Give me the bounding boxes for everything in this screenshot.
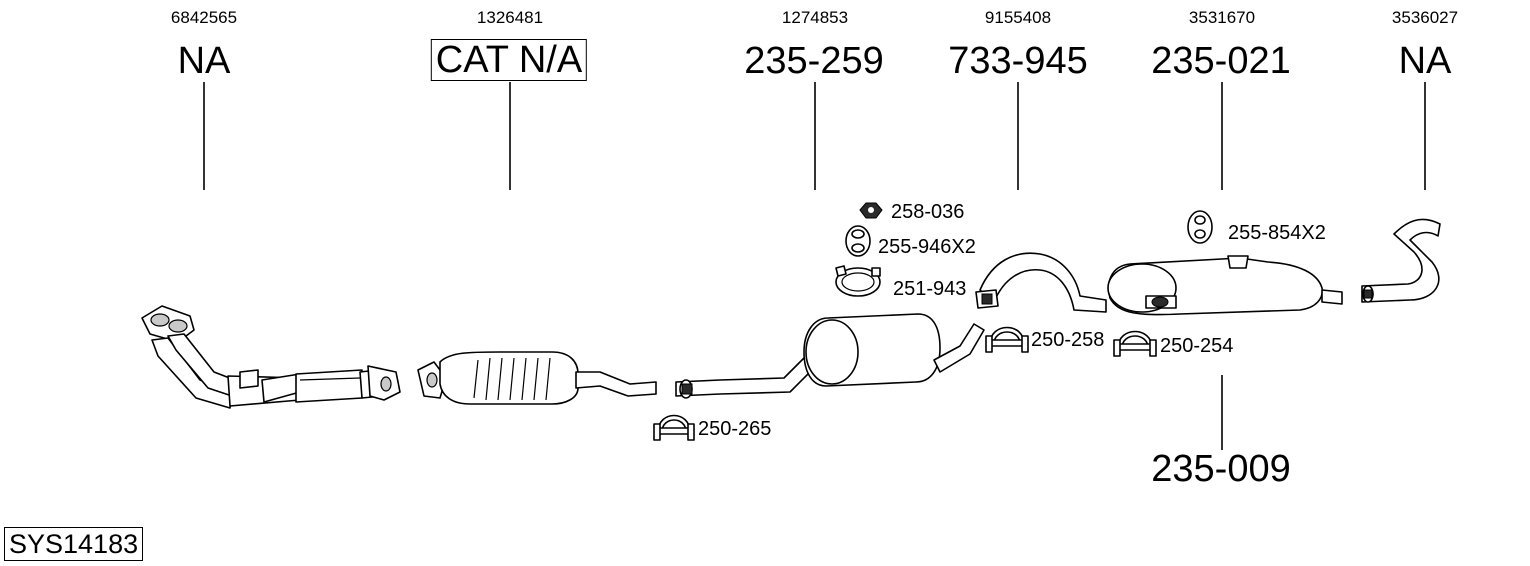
accessory-label-3: 251-943: [893, 278, 967, 300]
u-bolt-clamp-icon-3: [653, 414, 695, 441]
system-id-box: SYS14183: [4, 527, 144, 561]
accessory-label-1: 258-036: [891, 201, 965, 223]
oe-number-2: 1326481: [476, 8, 544, 27]
oe-number-1: 6842565: [170, 8, 238, 27]
catalytic-converter-drawing: [417, 351, 657, 405]
rubber-hanger-icon: [1187, 210, 1213, 244]
accessory-label-6: 255-854X2: [1228, 222, 1326, 244]
accessory-label-2: 255-946X2: [878, 236, 976, 258]
u-bolt-clamp-icon-2: [1113, 330, 1157, 357]
part-number-4: 733-945: [948, 40, 1088, 82]
part-number-5: 235-021: [1151, 40, 1291, 82]
part-number-6: NA: [1398, 40, 1452, 82]
middle-silencer-drawing: [675, 313, 985, 399]
oe-number-6: 3536027: [1391, 8, 1459, 27]
u-bolt-clamp-icon-1: [985, 326, 1029, 353]
accessory-label-4: 250-258: [1031, 329, 1105, 351]
intermediate-pipe-drawing: [975, 252, 1107, 313]
oe-number-5: 3531670: [1188, 8, 1256, 27]
rubber-mount-icon: [845, 225, 871, 257]
accessory-icons: [653, 202, 1213, 441]
leader-lines: [203, 82, 1426, 450]
oe-number-3: 1274853: [781, 8, 849, 27]
rear-silencer-drawing: [1107, 255, 1343, 316]
accessory-label-5: 250-254: [1160, 335, 1234, 357]
front-pipe-drawing: [141, 305, 401, 409]
band-clamp-icon: [835, 265, 881, 297]
part-number-3: 235-259: [744, 40, 884, 82]
oe-number-4: 9155408: [984, 8, 1052, 27]
part-number-1: NA: [177, 40, 231, 82]
part-number-2: CAT N/A: [430, 39, 588, 81]
part-number-7: 235-009: [1151, 448, 1291, 490]
tail-pipe-drawing: [1361, 218, 1441, 303]
accessory-label-7: 250-265: [698, 418, 772, 440]
